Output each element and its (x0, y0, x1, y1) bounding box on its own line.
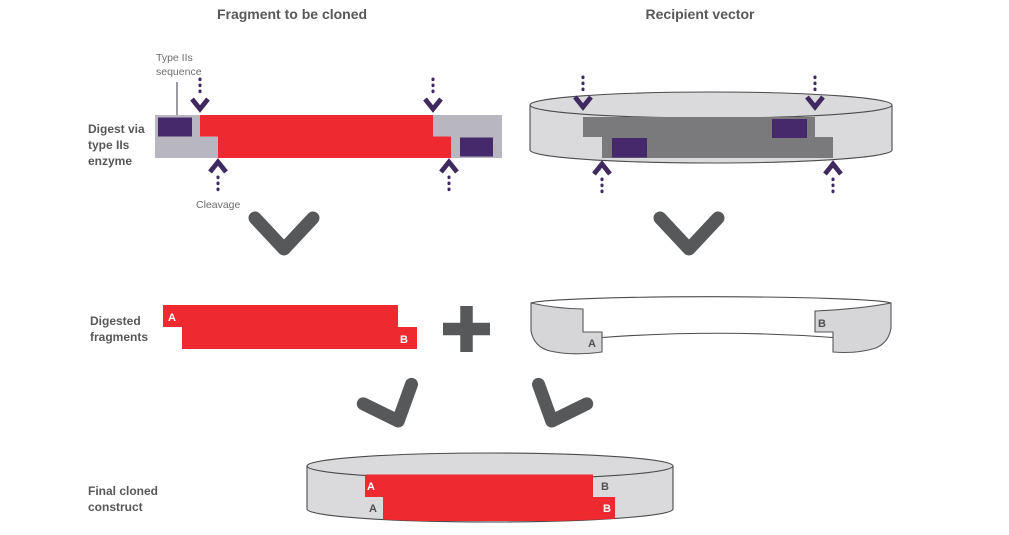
final-junction-b-insert-label: B (603, 503, 611, 515)
type-iis-site-left (158, 117, 192, 137)
fragment-column-title: Fragment to be cloned (217, 6, 367, 22)
vector-overhang-a-label: A (588, 338, 596, 350)
vector-cleavage-arrow-down-left-icon (573, 75, 593, 111)
final-construct-label-line1: Final cloned (88, 484, 158, 498)
digested-fragments-group: Digested fragments A B A B (90, 296, 892, 355)
cleavage-label: Cleavage (196, 199, 241, 211)
vector-type-iis-site-left (612, 138, 647, 158)
vector-type-iis-site-right (772, 119, 807, 138)
cleavage-arrow-down-right-icon (423, 77, 443, 113)
vector-cleavage-arrow-up-left-icon (592, 160, 612, 199)
vector-overhang-b-label: B (818, 318, 826, 330)
digest-label-line3: enzyme (88, 154, 132, 168)
cleavage-arrow-up-left-icon (208, 158, 228, 197)
final-junction-a-insert-label: A (367, 481, 375, 493)
opened-vector-bottom-edge (601, 332, 834, 339)
next-step-arrow-left-icon (248, 211, 320, 256)
digested-fragments-label-line1: Digested (90, 314, 141, 328)
opened-vector-right-end (814, 302, 892, 354)
insert-overhang-a-label: A (168, 312, 176, 324)
final-junction-a-vector-label: A (369, 503, 377, 515)
digest-label-line2: type IIs (88, 138, 130, 152)
opened-vector-left-end (530, 302, 603, 355)
final-construct-group: Final cloned construct A A B B (88, 452, 674, 523)
opened-vector-back-rim (530, 296, 892, 304)
cleavage-arrow-down-left-icon (190, 77, 210, 113)
vector-column-title: Recipient vector (646, 6, 755, 22)
cleavage-arrow-up-right-icon (439, 158, 459, 197)
ligation-arrow-right-icon (532, 377, 594, 428)
type-iis-sequence-label-line2: sequence (156, 66, 202, 78)
final-insert-red (365, 474, 615, 521)
type-iis-site-right (460, 137, 493, 157)
digested-insert-red (163, 305, 417, 349)
final-construct-label-line2: construct (88, 500, 143, 514)
next-step-arrow-right-icon (653, 211, 725, 256)
vector-cleavage-arrow-down-right-icon (805, 75, 825, 111)
vector-cleavage-arrow-up-right-icon (823, 160, 843, 199)
fragment-digestion-group: Digest via type IIs enzyme Type IIs sequ… (88, 52, 502, 211)
type-iis-sequence-label-line1: Type IIs (156, 52, 193, 64)
final-junction-b-vector-label: B (601, 481, 609, 493)
opened-vector-group: A B (530, 296, 892, 355)
plus-icon (443, 306, 490, 352)
fragment-insert-red (200, 115, 451, 158)
digested-fragments-label-line2: fragments (90, 330, 148, 344)
insert-overhang-b-label: B (400, 334, 408, 346)
recipient-vector-group (529, 75, 893, 199)
ligation-arrow-left-icon (356, 377, 418, 428)
digest-label-line1: Digest via (88, 122, 145, 136)
